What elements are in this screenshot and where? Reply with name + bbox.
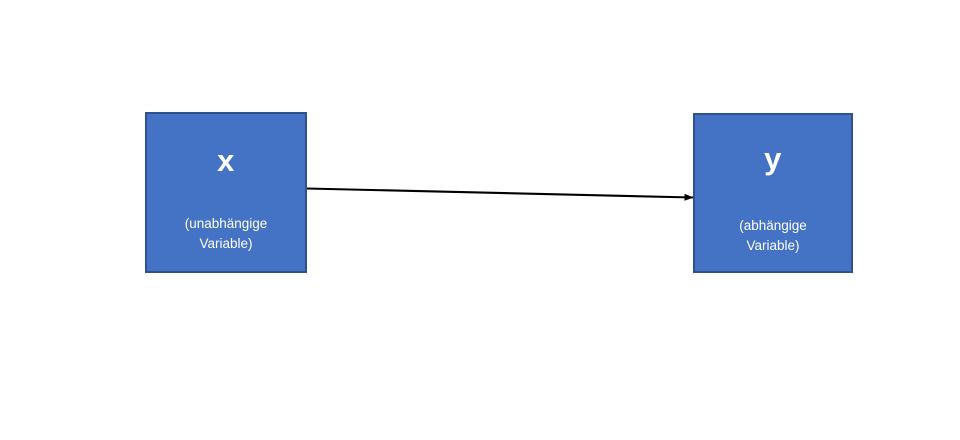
node-independent-variable[interactable]: x (unabhängige Variable) bbox=[145, 112, 307, 273]
node-caption-y-line2: Variable) bbox=[746, 237, 800, 253]
node-caption-y: (abhängige Variable) bbox=[695, 216, 851, 255]
node-caption-x: (unabhängige Variable) bbox=[147, 214, 305, 253]
node-symbol-y: y bbox=[764, 141, 782, 176]
node-caption-x-line2: Variable) bbox=[199, 235, 253, 251]
node-caption-y-line1: (abhängige bbox=[739, 218, 807, 233]
node-symbol-x: x bbox=[217, 143, 235, 178]
arrow-x-to-y bbox=[306, 187, 694, 201]
node-dependent-variable[interactable]: y (abhängige Variable) bbox=[693, 113, 853, 273]
node-caption-x-line1: (unabhängige bbox=[184, 216, 268, 231]
